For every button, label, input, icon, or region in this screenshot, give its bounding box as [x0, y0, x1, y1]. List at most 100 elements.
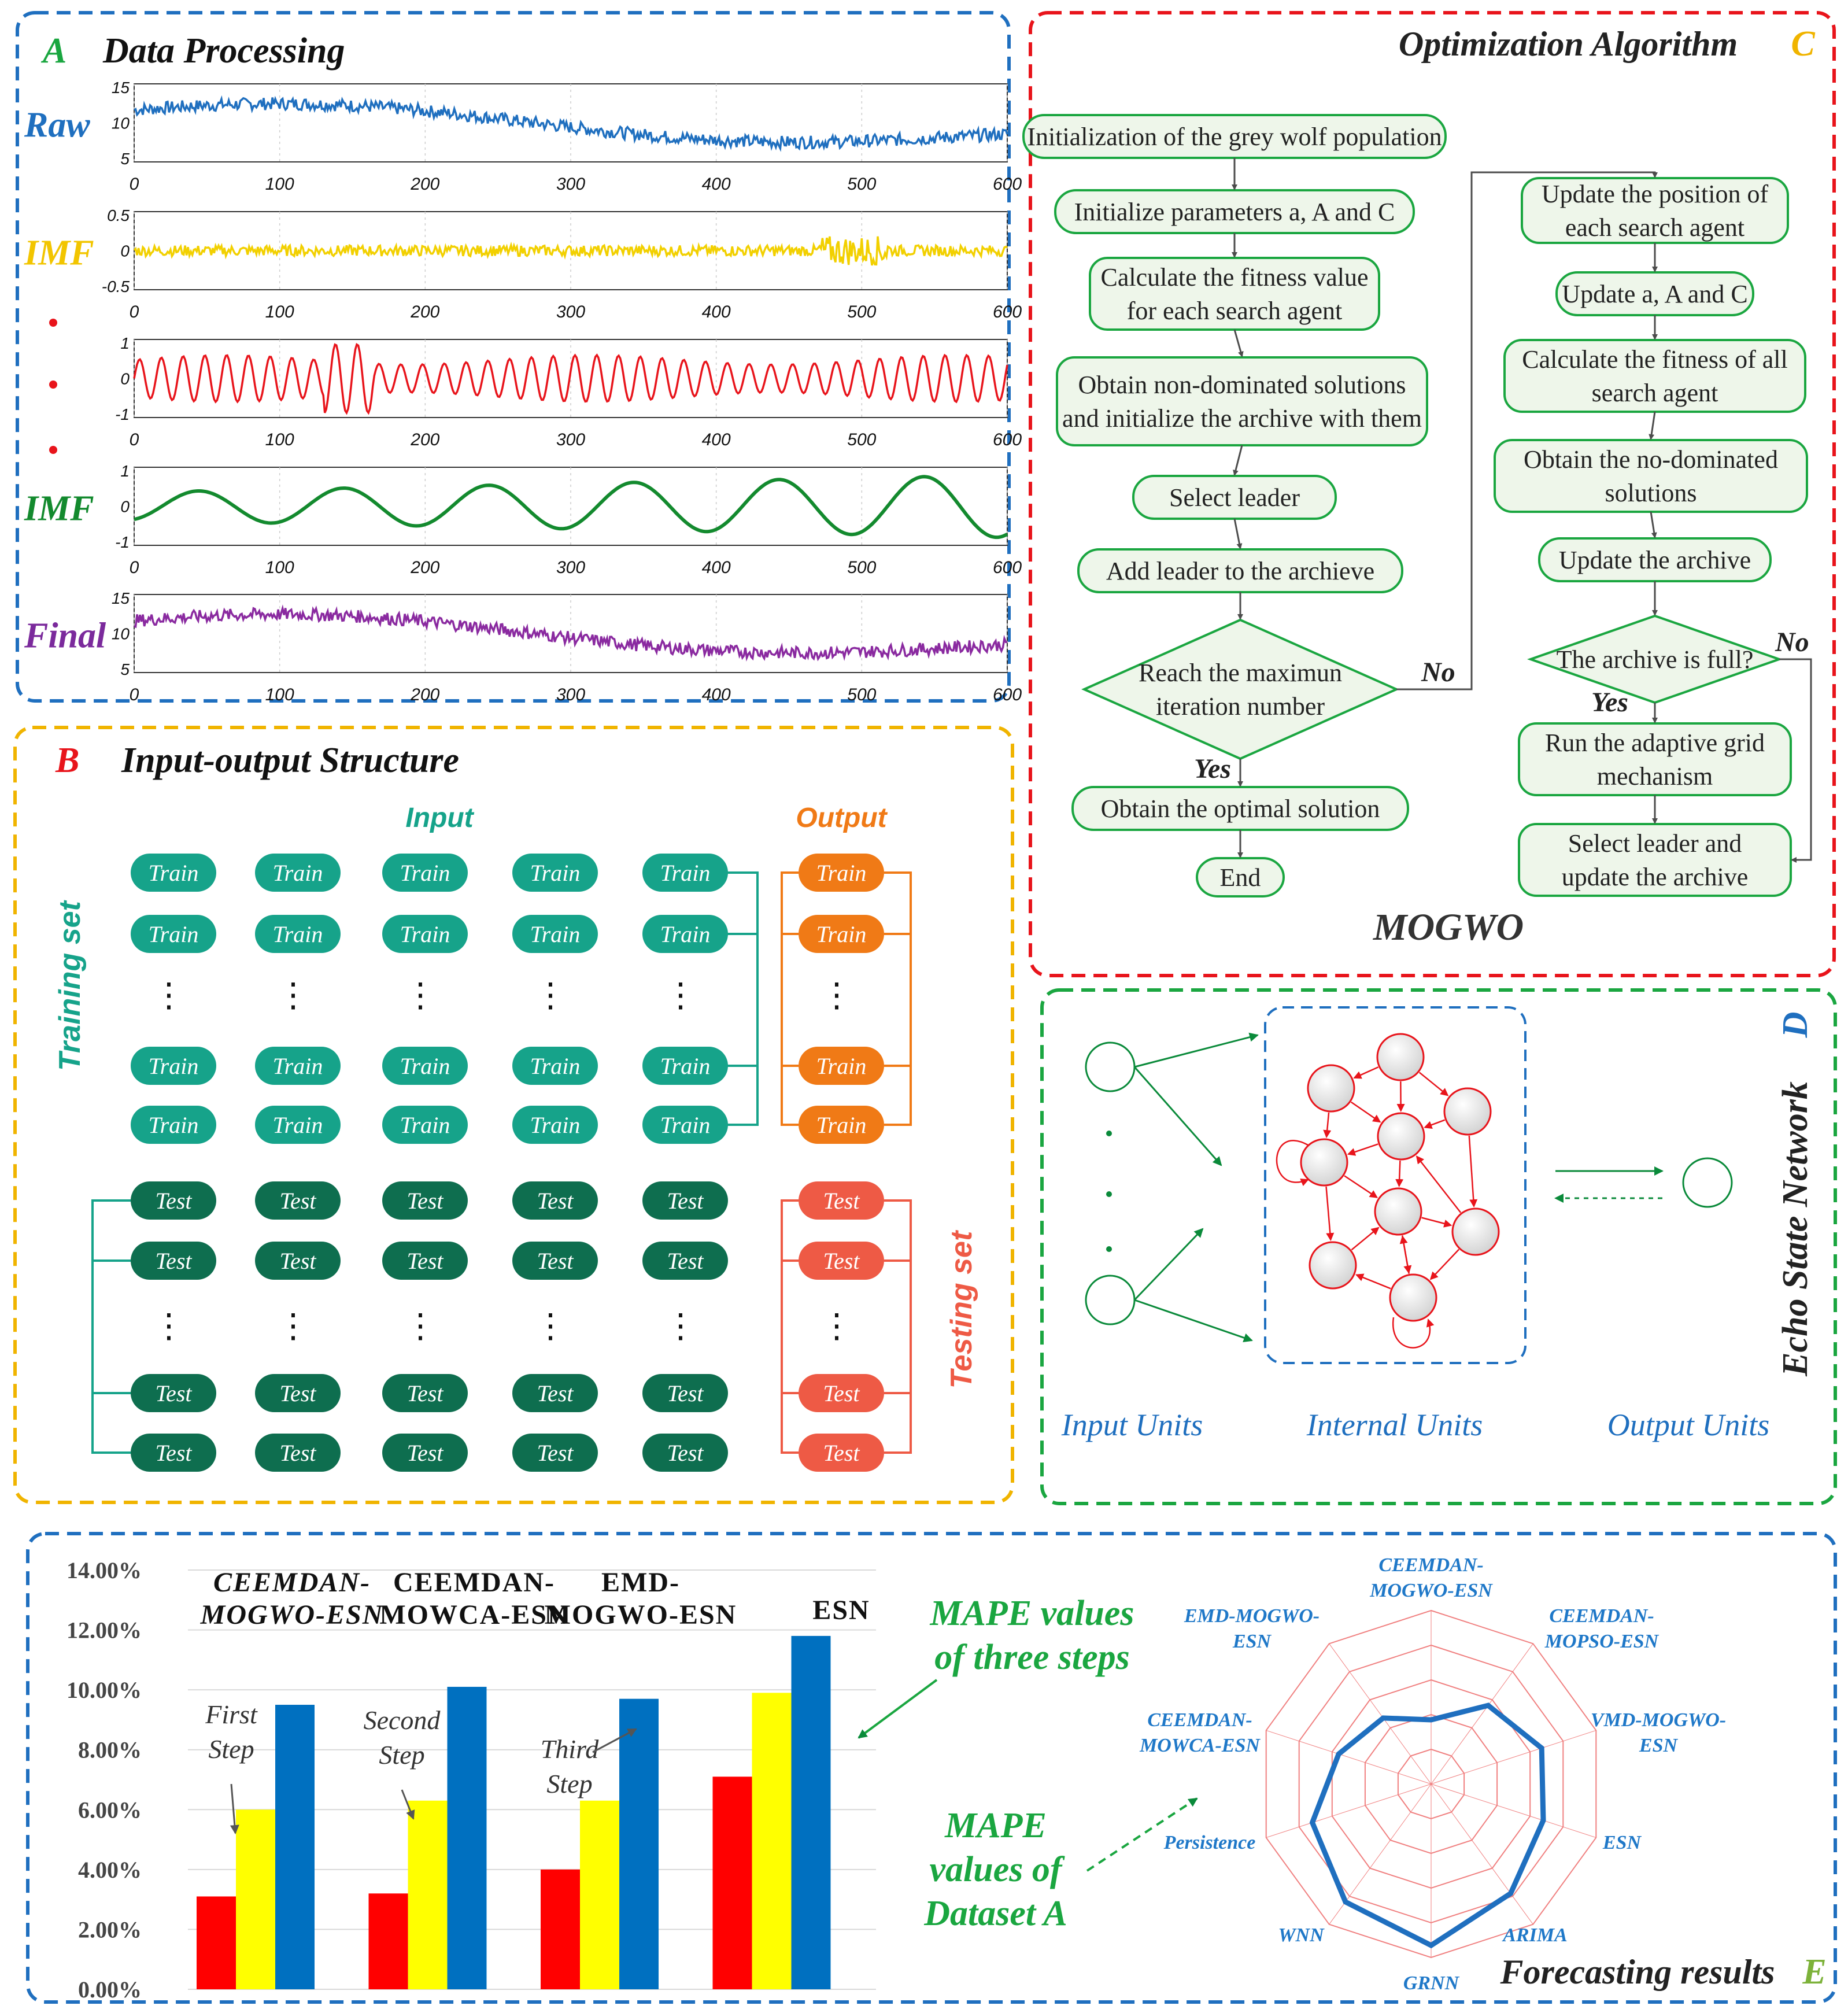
mogwo-flowchart: Initialization of the grey wolf populati… — [1022, 114, 1812, 897]
y-tick-label: 0.00% — [78, 1977, 142, 2003]
panel-d-letter: D — [1776, 1012, 1815, 1039]
ellipsis-dot — [1106, 1246, 1112, 1252]
right-step-1-text: Update a, A and C — [1562, 280, 1747, 308]
radar-spoke — [1431, 1730, 1596, 1785]
radar-axis-label: VMD-MOGWO-ESN — [1591, 1709, 1726, 1756]
test_text-output-pill-text: Test — [823, 1380, 860, 1406]
left-step-8-box — [1196, 857, 1285, 897]
x-tick-label: 100 — [265, 558, 294, 577]
train_text-output-pill-text: Train — [816, 921, 867, 947]
bar-2-0 — [541, 1869, 580, 1989]
ellipsis: ⋮ — [820, 1307, 853, 1345]
test_text-output-pill-text: Test — [823, 1248, 860, 1274]
radar-spoke — [1266, 1730, 1432, 1785]
left-step-1-text: Initialize parameters a, A and C — [1074, 198, 1395, 226]
x-tick-label: 200 — [410, 685, 439, 704]
test_text-pill-text: Test — [406, 1380, 443, 1406]
panel-a-letter: A — [40, 31, 66, 71]
x-tick-label: 300 — [556, 175, 585, 194]
bar-3-0 — [712, 1776, 752, 1989]
input-bracket — [727, 871, 759, 1126]
ellipsis: ⋮ — [534, 1307, 567, 1345]
train_text-output-pill-shape — [799, 854, 884, 892]
train_text-pill-shape — [512, 1106, 598, 1144]
x-tick-label: 600 — [993, 685, 1022, 704]
reservoir-edge — [1418, 1072, 1449, 1096]
radar-spoke — [1431, 1783, 1596, 1838]
train_text-output-pill-shape — [799, 915, 884, 953]
x-tick-label: 200 — [410, 302, 439, 322]
test_text-pill-text: Test — [667, 1188, 704, 1214]
test_text-pill-text: Test — [279, 1188, 316, 1214]
reservoir-frame — [1264, 1006, 1527, 1364]
input-label: Input — [405, 803, 474, 833]
train_text-pill-shape — [512, 854, 598, 892]
training-set-label: Training set — [53, 899, 87, 1070]
reservoir-node — [1443, 1087, 1492, 1136]
test_text-pill-text: Test — [279, 1440, 316, 1466]
y-tick-label: -0.5 — [102, 278, 130, 296]
test_text-pill-text: Test — [537, 1380, 574, 1406]
train_text-pill-shape — [255, 854, 341, 892]
esn-network — [1085, 1006, 1733, 1364]
test_text-output-pill-shape — [799, 1242, 884, 1280]
panel-c-title: Optimization Algorithm — [1399, 25, 1738, 63]
left-step-5-text: Add leader to the archieve — [1106, 557, 1374, 585]
x-tick-label: 300 — [556, 430, 585, 449]
x-tick-label: 0 — [130, 685, 139, 704]
test_text-pill-text: Test — [155, 1248, 192, 1274]
reservoir-node — [1307, 1064, 1355, 1113]
x-tick-label: 400 — [702, 175, 731, 194]
test_text-pill-text: Test — [155, 1380, 192, 1406]
radar-spoke — [1266, 1783, 1432, 1838]
x-tick-label: 400 — [702, 558, 731, 577]
y-tick-label: 5 — [120, 660, 130, 678]
train_text-pill-shape — [255, 915, 341, 953]
x-tick-label: 300 — [556, 685, 585, 704]
ellipsis: ⋮ — [152, 976, 186, 1014]
radar-series — [1309, 1702, 1546, 1949]
train_text-output-pill-shape — [799, 1106, 884, 1144]
test_text-pill-shape — [382, 1242, 468, 1280]
ellipsis: ⋮ — [404, 976, 437, 1014]
test_text-pill-shape — [512, 1374, 598, 1412]
train_text-pill-text: Train — [149, 860, 199, 886]
category-label: CEEMDAN-MOGWO-ESN — [200, 1567, 384, 1630]
test_text-output-pill-shape — [799, 1374, 884, 1412]
radar-axis-label: CEEMDAN-MOWCA-ESN — [1139, 1709, 1261, 1756]
x-tick-label: 400 — [702, 302, 731, 322]
y-tick-label: 1 — [120, 334, 130, 352]
test_text-pill-text: Test — [406, 1248, 443, 1274]
test_text-pill-shape — [255, 1434, 341, 1472]
bar-1-0 — [368, 1893, 408, 1989]
reservoir-edge — [1351, 1227, 1380, 1251]
y-tick-label: 12.00% — [66, 1617, 142, 1643]
train_text-pill-text: Train — [660, 860, 711, 886]
mape-dataset-arrow — [1086, 1797, 1198, 1872]
mape-steps-arrow — [858, 1679, 938, 1739]
reservoir-edge — [1325, 1186, 1335, 1242]
bar-3-2 — [791, 1635, 831, 1989]
test_text-pill-text: Test — [406, 1188, 443, 1214]
train_text-pill-shape — [255, 1047, 341, 1085]
left-step-0-text: Initialization of the grey wolf populati… — [1027, 123, 1442, 151]
y-tick-label: -1 — [115, 533, 130, 551]
no-arrow-right — [1779, 658, 1812, 863]
reservoir-edge — [1347, 1143, 1378, 1156]
x-tick-label: 300 — [556, 302, 585, 322]
bar-1-1 — [408, 1800, 448, 1989]
x-tick-label: 600 — [993, 302, 1022, 322]
panel-b-title: Input-output Structure — [121, 741, 459, 780]
